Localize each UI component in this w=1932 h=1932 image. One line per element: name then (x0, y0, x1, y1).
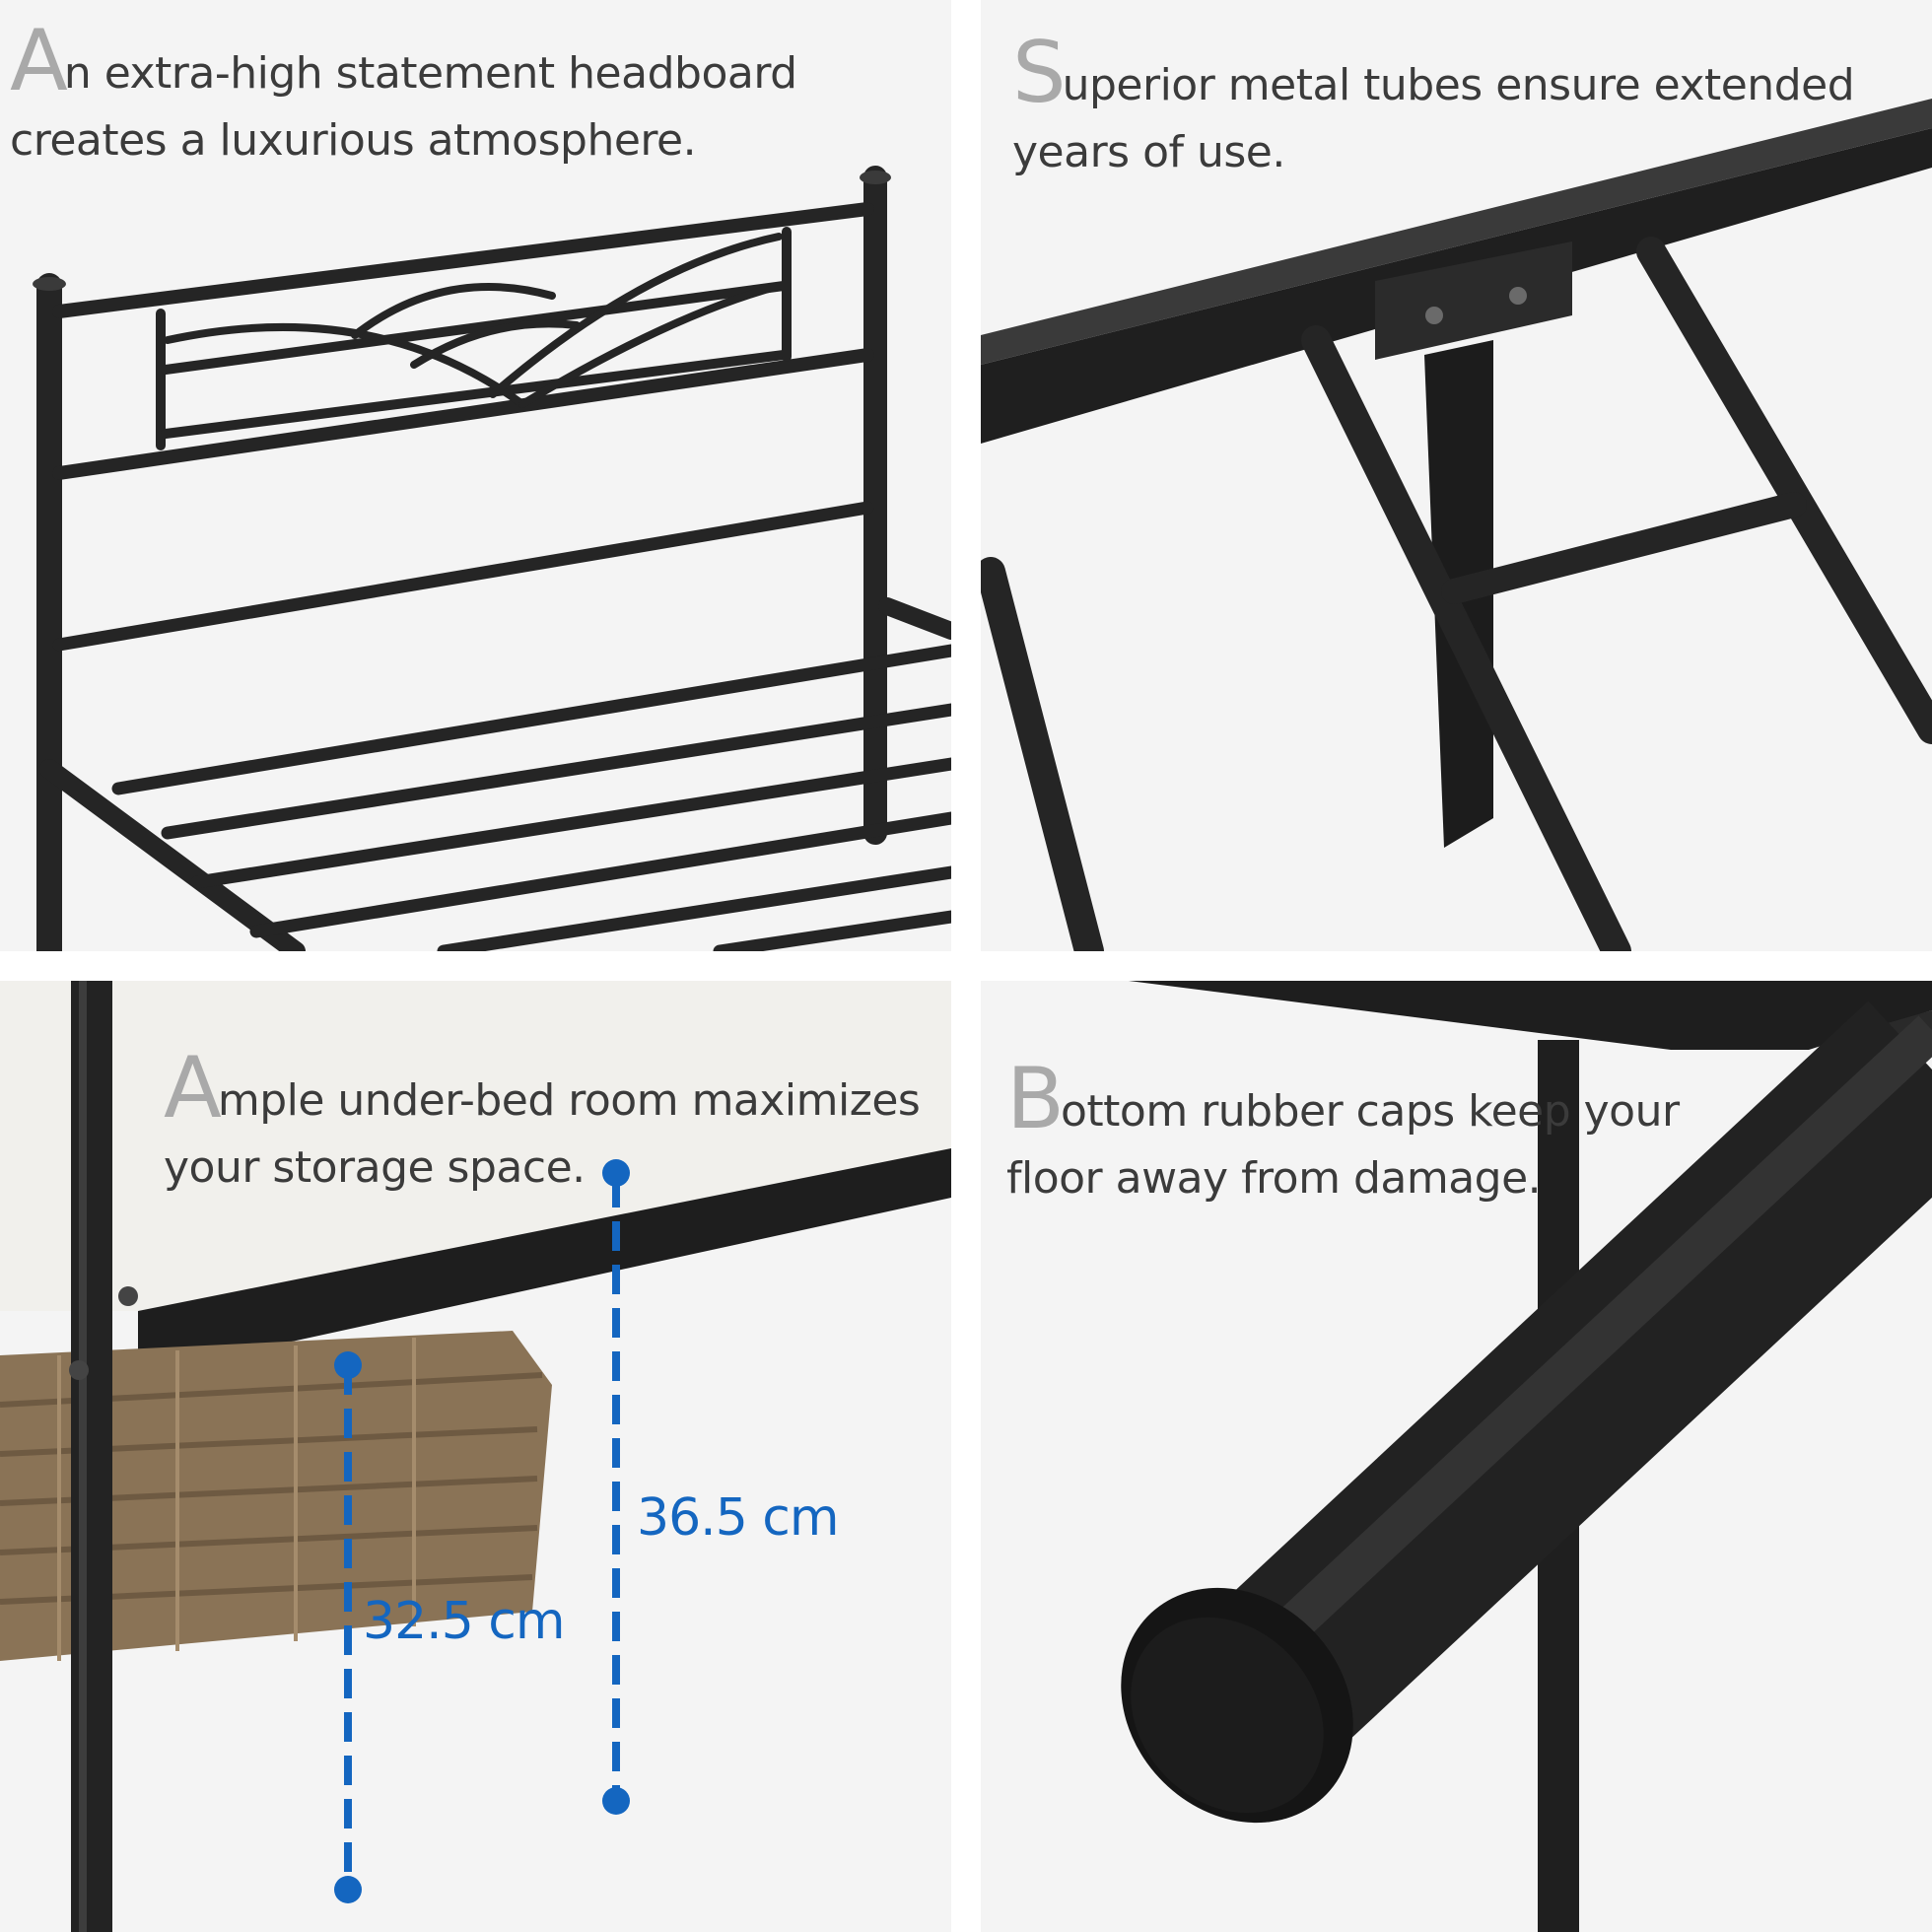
dimension-clearance-height: 32.5 cm (363, 1592, 566, 1651)
metal-tubes-illustration (981, 0, 1932, 951)
panel-headboard: An extra-high statement headboard create… (0, 0, 951, 951)
dimension-bed-rail-height: 36.5 cm (637, 1488, 840, 1548)
measure-dot (334, 1351, 362, 1379)
caption-line: mple under-bed room maximizes (217, 1075, 921, 1126)
caption-headboard: An extra-high statement headboard create… (10, 19, 797, 174)
measure-dot (602, 1159, 630, 1187)
caption-metal-tubes: Superior metal tubes ensure extended yea… (1012, 31, 1855, 186)
caption-line: creates a luxurious atmosphere. (10, 115, 697, 166)
caption-initial: S (1012, 24, 1067, 122)
panel-rubber-caps: Bottom rubber caps keep your floor away … (981, 981, 1932, 1932)
caption-initial: A (10, 12, 68, 110)
caption-line: uperior metal tubes ensure extended (1062, 60, 1855, 110)
caption-line: your storage space. (164, 1142, 586, 1193)
panel-metal-tubes: Superior metal tubes ensure extended yea… (981, 0, 1932, 951)
caption-initial: B (1006, 1050, 1065, 1148)
caption-line: ottom rubber caps keep your (1061, 1086, 1680, 1137)
caption-line: n extra-high statement headboard (63, 48, 797, 99)
headboard-illustration (0, 0, 951, 951)
under-bed-illustration (0, 981, 951, 1932)
rubber-cap-illustration (981, 981, 1932, 1932)
caption-initial: A (164, 1039, 222, 1138)
caption-line: years of use. (1012, 127, 1285, 177)
panel-under-bed-storage: Ample under-bed room maximizes your stor… (0, 981, 951, 1932)
caption-under-bed-storage: Ample under-bed room maximizes your stor… (164, 1046, 921, 1202)
caption-rubber-caps: Bottom rubber caps keep your floor away … (1006, 1057, 1680, 1212)
caption-line: floor away from damage. (1006, 1153, 1542, 1204)
measure-dot (334, 1876, 362, 1903)
measure-dot (602, 1787, 630, 1815)
